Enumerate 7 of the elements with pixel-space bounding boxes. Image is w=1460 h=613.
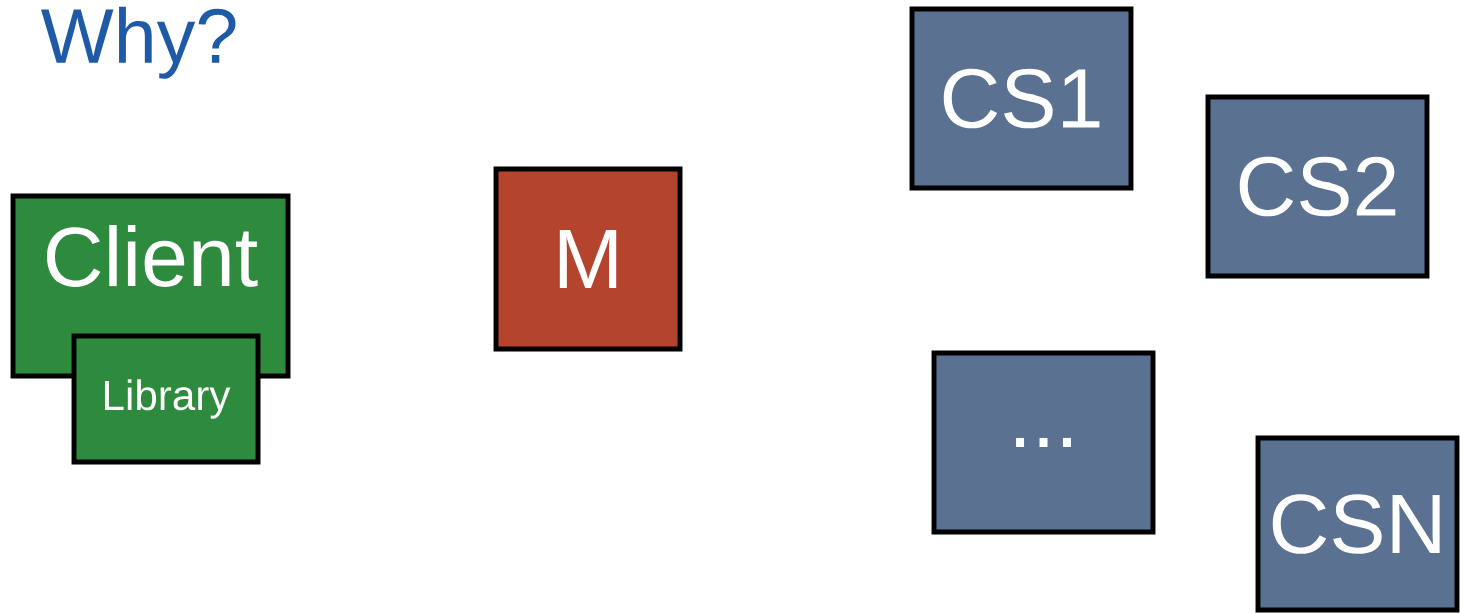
server-box: CS2	[1205, 94, 1430, 279]
server-box: CS1	[909, 6, 1134, 191]
server-box: CSN	[1255, 435, 1460, 613]
client-box: Library	[71, 333, 261, 465]
server-box: ...	[931, 350, 1156, 535]
title: Why?	[41, 6, 236, 79]
master-box: M	[493, 166, 683, 352]
